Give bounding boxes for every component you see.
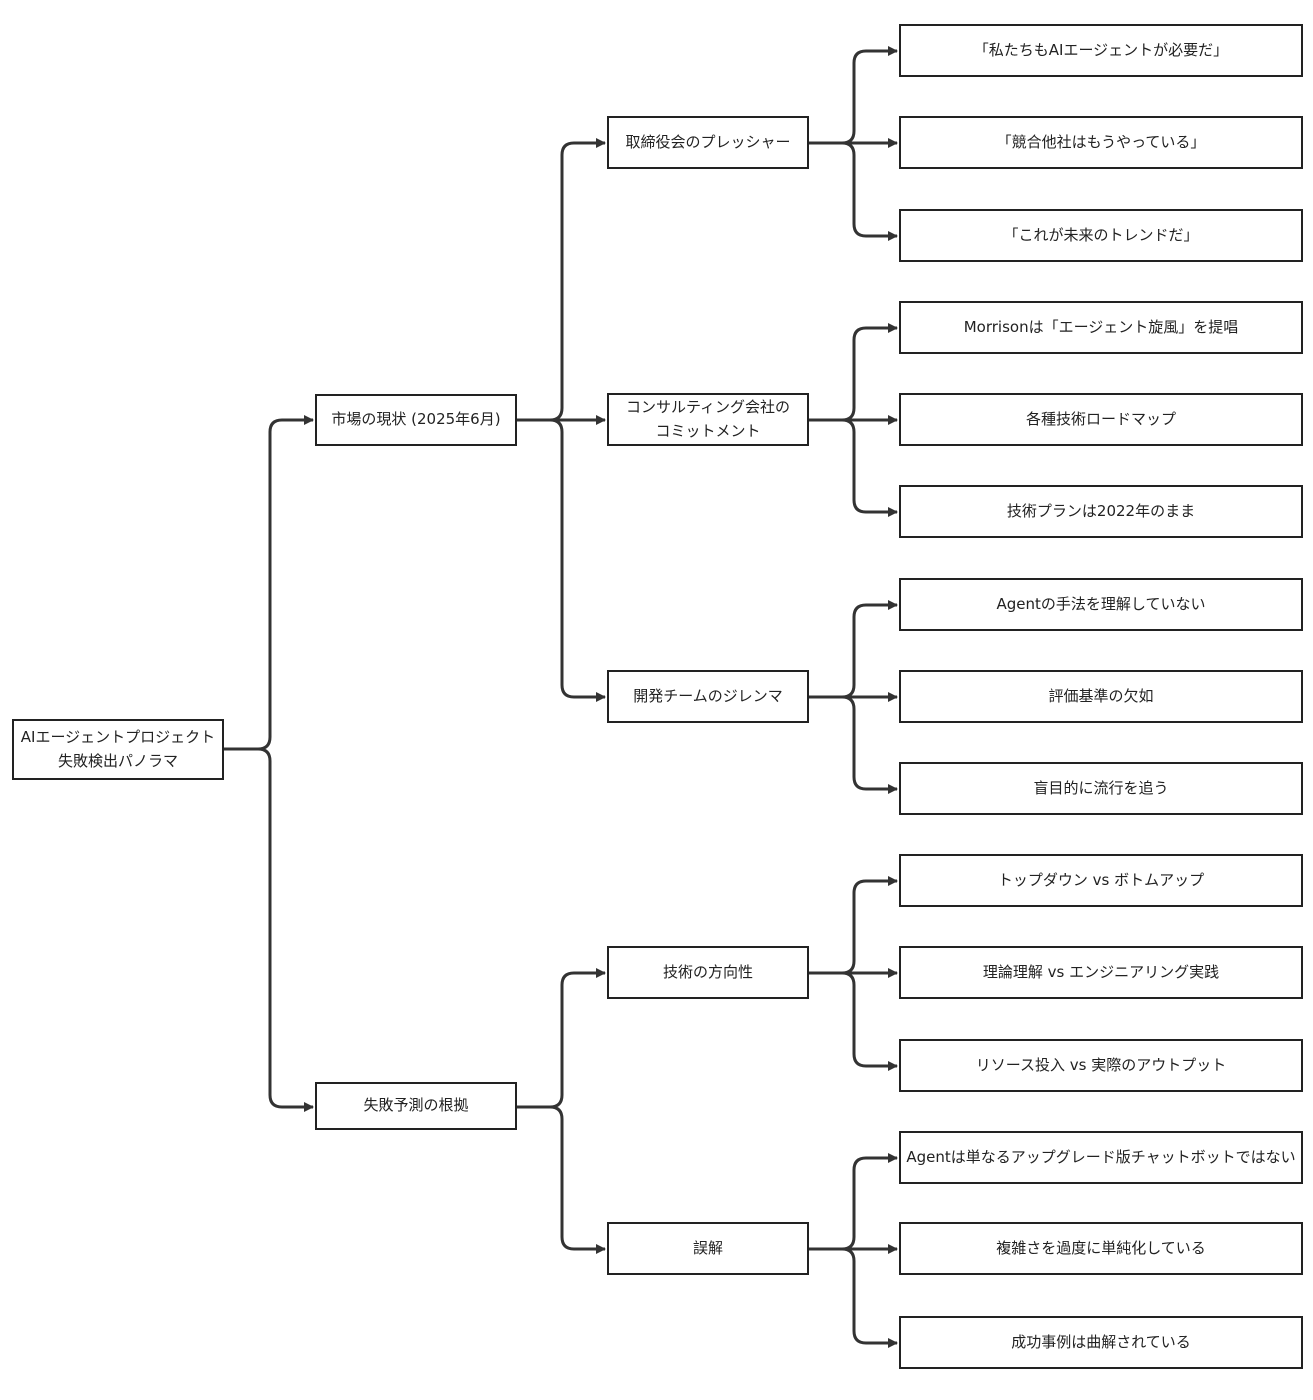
connector-arrow [809,971,898,1071]
leaf-node: 「私たちもAIエージェントが必要だ」 [899,24,1303,77]
category-node-board-pressure: 取締役会のプレッシャー [607,116,809,169]
category-node-consulting: コンサルティング会社の コミットメント [607,393,809,446]
connector-arrow [809,1153,898,1251]
branch-node-failure-grounds: 失敗予測の根拠 [315,1082,517,1130]
connector-arrow [809,1247,898,1348]
category-node-dev-dilemma: 開発チームのジレンマ [607,670,809,723]
leaf-node: 技術プランは2022年のまま [899,485,1303,538]
connector-arrow [517,968,606,1109]
category-node-misunderstanding: 誤解 [607,1222,809,1275]
connector-arrow [809,141,898,241]
connector-arrow [809,418,898,517]
branch-node-market: 市場の現状 (2025年6月) [315,394,517,446]
connector-arrow [809,323,898,422]
leaf-node: トップダウン vs ボトムアップ [899,854,1303,907]
connector-arrow [517,418,606,702]
category-node-tech-direction: 技術の方向性 [607,946,809,999]
connector-arrow [517,138,606,422]
leaf-node: 盲目的に流行を追う [899,762,1303,815]
leaf-node: 各種技術ロードマップ [899,393,1303,446]
leaf-node: 複雑さを過度に単純化している [899,1222,1303,1275]
leaf-node: Morrisonは「エージェント旋風」を提唱 [899,301,1303,354]
leaf-node: 「これが未来のトレンドだ」 [899,209,1303,262]
connector-arrow [809,600,898,699]
leaf-node: Agentの手法を理解していない [899,578,1303,631]
leaf-node: 「競合他社はもうやっている」 [899,116,1303,169]
connector-arrow [224,415,314,751]
leaf-node: 成功事例は曲解されている [899,1316,1303,1369]
connector-arrow [809,695,898,794]
connector-arrow [224,747,314,1112]
leaf-node: 評価基準の欠如 [899,670,1303,723]
connector-arrow [809,46,898,145]
connector-arrow [517,1105,606,1254]
leaf-node: リソース投入 vs 実際のアウトプット [899,1039,1303,1092]
leaf-node: Agentは単なるアップグレード版チャットボットではない [899,1131,1303,1184]
connector-arrow [809,876,898,975]
leaf-node: 理論理解 vs エンジニアリング実践 [899,946,1303,999]
root-node: AIエージェントプロジェクト 失敗検出パノラマ [12,719,224,780]
